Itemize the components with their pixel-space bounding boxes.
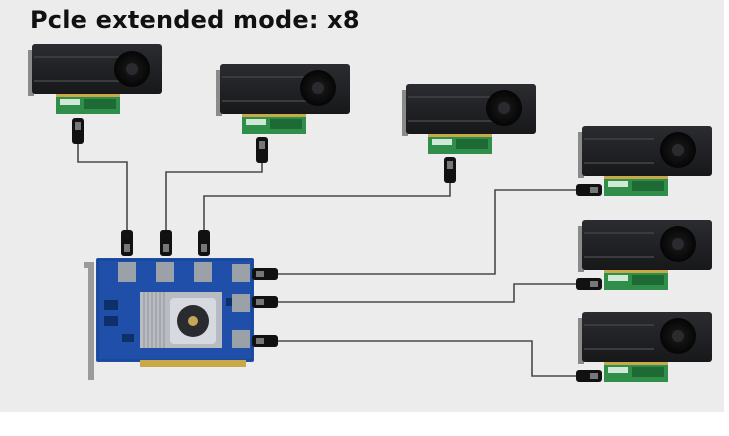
gpu-bracket [402,90,408,136]
cable-gpu-1 [77,143,128,232]
gpu-bracket [28,50,34,96]
gpu-bracket [578,132,584,178]
cable-gpu-3 [203,178,451,232]
host-port [232,330,250,348]
gpu-bracket [578,318,584,364]
panel-border-right [724,0,729,436]
host-plug-5 [252,296,278,308]
cable-gpu-2 [165,160,263,232]
pcie-switch-host-card [84,258,254,380]
gpu-6 [578,312,712,382]
connector-gpu-5 [576,278,602,290]
gpu-bracket [578,226,584,272]
host-port [156,262,174,282]
pcie-edge-connector [140,360,246,367]
page-title: Pcle extended mode: x8 [30,6,360,34]
connector-gpu-1 [72,118,84,144]
host-port [232,264,250,282]
host-plug-1 [121,230,133,256]
cable-gpu-6 [276,340,578,377]
gpu-bracket [216,70,222,116]
panel-border-bottom [0,412,729,436]
host-port [118,262,136,282]
cables [77,143,578,377]
gpu-2 [216,64,350,134]
gpu-1 [28,44,162,114]
host-port [194,262,212,282]
cable-gpu-5 [276,283,578,303]
connector-gpu-6 [576,370,602,382]
gpu-5 [578,220,712,290]
connector-gpu-4 [576,184,602,196]
host-bracket [88,262,94,380]
connector-gpu-3 [444,157,456,183]
host-plug-3 [198,230,210,256]
gpu-3 [402,84,536,154]
connector-gpu-2 [256,137,268,163]
host-plug-2 [160,230,172,256]
gpu-4 [578,126,712,196]
host-plug-4 [252,268,278,280]
cable-gpu-4 [276,189,578,275]
host-plug-6 [252,335,278,347]
host-port [232,294,250,312]
